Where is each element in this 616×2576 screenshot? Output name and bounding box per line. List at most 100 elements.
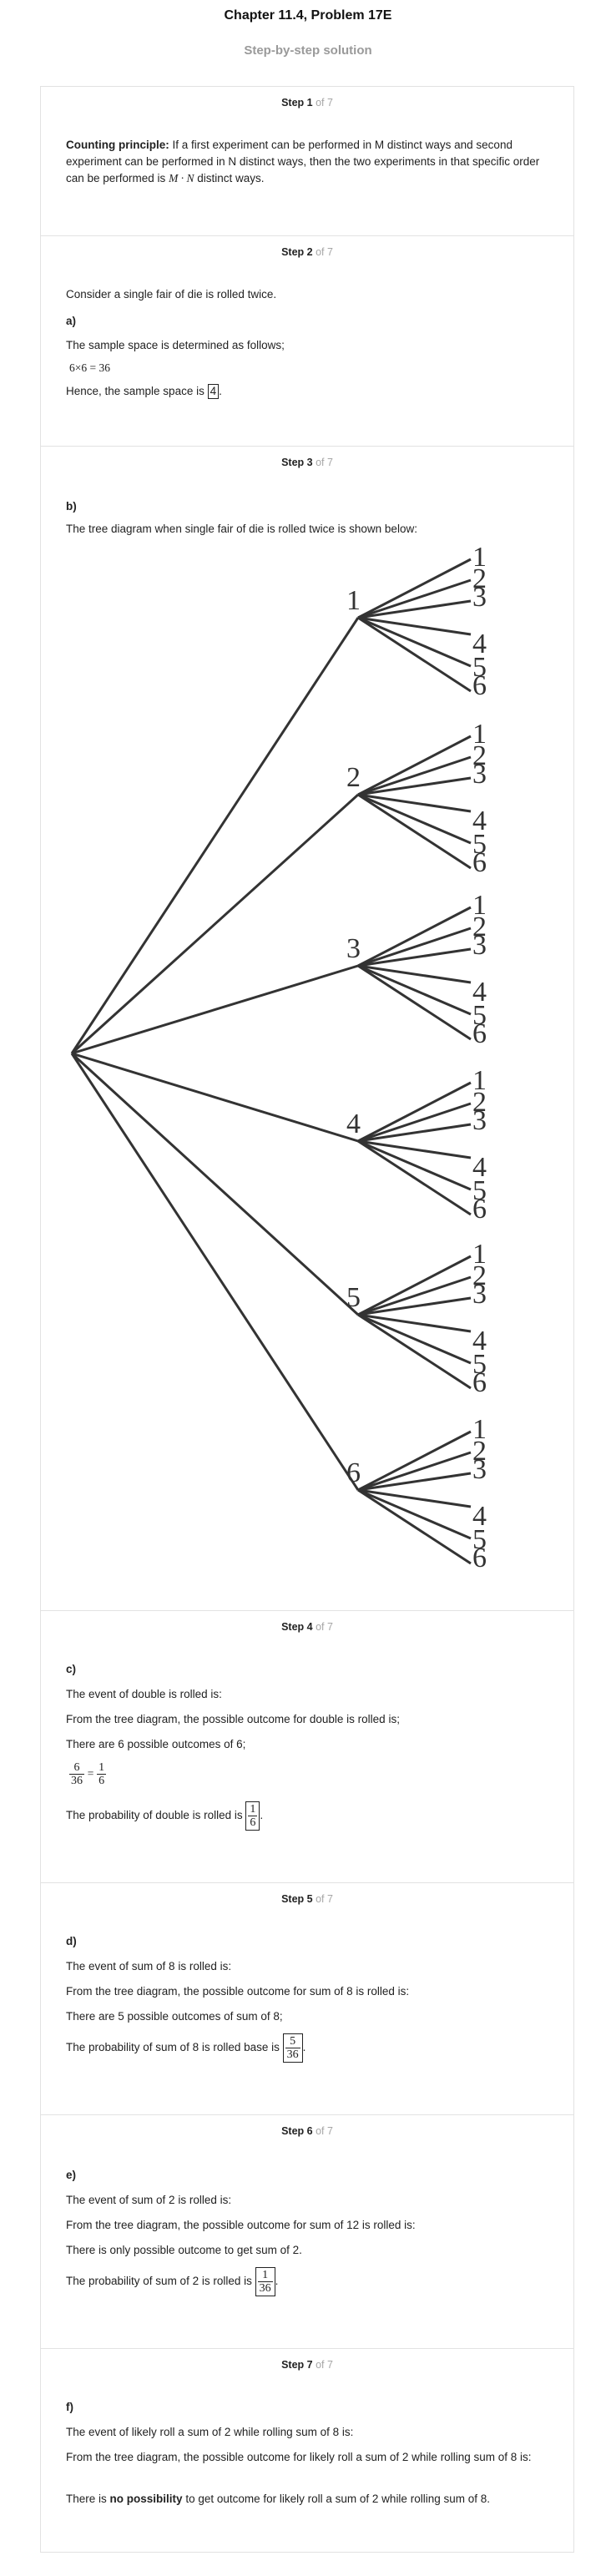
- tree-second-roll-label: 3: [472, 1454, 487, 1485]
- tree-branch-first: [71, 1052, 359, 1143]
- tree-second-roll-label: 4: [472, 977, 487, 1008]
- tree-branch-second: [357, 947, 472, 967]
- tree-branch-second: [357, 776, 472, 796]
- tree-branch-second: [357, 1472, 472, 1492]
- part-c-label: c): [66, 1663, 77, 1675]
- step-6-line-2: From the tree diagram, the possible outc…: [66, 2219, 416, 2231]
- step-6-card: Step 6 of 7 e) The event of sum of 2 is …: [40, 2115, 574, 2349]
- step-5-card: Step 5 of 7 d) The event of sum of 8 is …: [40, 1883, 574, 2115]
- tree-diagram: 1123456212345631234564123456512345661234…: [70, 542, 487, 1573]
- step-4-line-1: The event of double is rolled is:: [66, 1688, 222, 1700]
- tree-branch-first: [71, 964, 359, 1055]
- part-b-label: b): [66, 500, 77, 513]
- tree-branch-second: [357, 1488, 472, 1540]
- tree-branch-second: [357, 793, 472, 813]
- tree-second-roll-label: 6: [472, 1543, 487, 1573]
- tree-second-roll-label: 3: [472, 930, 487, 961]
- step-7-heading: Step 7 of 7: [281, 2359, 333, 2371]
- tree-branch-second: [357, 964, 472, 1016]
- step-5-line-1: The event of sum of 8 is rolled is:: [66, 1960, 232, 1972]
- step-4-line-2: From the tree diagram, the possible outc…: [66, 1713, 400, 1725]
- tree-branch-first: [70, 1053, 360, 1491]
- tree-branch-second: [357, 1123, 472, 1143]
- step-7-line-2: From the tree diagram, the possible outc…: [66, 2451, 532, 2463]
- step-5-line-2: From the tree diagram, the possible outc…: [66, 1985, 410, 1998]
- tree-second-roll-label: 3: [472, 1279, 487, 1310]
- step-7-line-3: There is no possibility to get outcome f…: [66, 2493, 490, 2505]
- tree-second-roll-label: 2: [472, 563, 487, 594]
- tree-branch-second: [357, 793, 472, 845]
- tree-branch-second: [357, 1313, 472, 1390]
- step-7-card: Step 7 of 7 f) The event of likely roll …: [40, 2349, 574, 2553]
- page-subtitle: Step-by-step solution: [244, 43, 372, 58]
- tree-branch-second: [357, 578, 472, 619]
- page-title: Chapter 11.4, Problem 17E: [224, 8, 392, 23]
- tree-branch-second: [357, 1313, 472, 1333]
- tree-second-roll-label: 2: [472, 1087, 487, 1118]
- tree-second-roll-label: 4: [472, 1152, 487, 1183]
- tree-second-roll-label: 4: [472, 806, 487, 836]
- tree-first-roll-label: 1: [346, 585, 361, 616]
- part-f-label: f): [66, 2401, 73, 2413]
- tree-first-roll-label: 6: [346, 1457, 361, 1488]
- tree-branch-second: [357, 1275, 472, 1316]
- sum-2-probability-result: The probability of sum of 2 is rolled is…: [66, 2267, 279, 2296]
- step-4-line-3: There are 6 possible outcomes of 6;: [66, 1738, 246, 1750]
- step-6-line-1: The event of sum of 2 is rolled is:: [66, 2194, 232, 2206]
- step-1-heading: Step 1 of 7: [281, 97, 333, 109]
- tree-branch-second: [357, 616, 472, 636]
- tree-second-roll-label: 2: [472, 912, 487, 942]
- tree-second-roll-label: 2: [472, 1260, 487, 1291]
- tree-second-roll-label: 4: [472, 629, 487, 659]
- tree-branch-second: [357, 1430, 472, 1492]
- step-3-heading: Step 3 of 7: [281, 457, 333, 468]
- sample-space-result: Hence, the sample space is 4.: [66, 384, 222, 399]
- tree-first-roll-label: 4: [346, 1109, 361, 1139]
- tree-branch-second: [357, 1139, 472, 1159]
- step-2-line: The sample space is determined as follow…: [66, 339, 285, 351]
- tree-branch-second: [357, 616, 472, 693]
- tree-branch-first: [70, 793, 360, 1055]
- tree-second-roll-label: 5: [472, 1000, 487, 1031]
- step-6-line-3: There is only possible outcome to get su…: [66, 2244, 302, 2256]
- part-d-label: d): [66, 1935, 77, 1947]
- tree-second-roll-label: 5: [472, 829, 487, 860]
- tree-branch-first: [70, 617, 360, 1054]
- tree-second-roll-label: 1: [472, 1239, 487, 1270]
- tree-branch-second: [357, 1296, 472, 1316]
- tree-branch-second: [357, 1139, 472, 1216]
- tree-branch-second: [357, 1139, 472, 1191]
- part-e-label: e): [66, 2169, 77, 2181]
- tree-branch-second: [357, 599, 472, 619]
- tree-second-roll-label: 3: [472, 1105, 487, 1136]
- tree-second-roll-label: 6: [472, 1194, 487, 1225]
- tree-second-roll-label: 6: [472, 1018, 487, 1049]
- tree-branch-second: [357, 1488, 472, 1508]
- step-4-heading: Step 4 of 7: [281, 1621, 333, 1633]
- tree-branch-second: [357, 1255, 472, 1316]
- step-5-line-3: There are 5 possible outcomes of sum of …: [66, 2010, 283, 2023]
- step-3-card: Step 3 of 7 b) The tree diagram when sin…: [40, 447, 574, 1611]
- tree-second-roll-label: 2: [472, 740, 487, 771]
- tree-branch-second: [357, 964, 472, 1041]
- tree-second-roll-label: 4: [472, 1326, 487, 1356]
- step-7-line-1: The event of likely roll a sum of 2 whil…: [66, 2426, 354, 2438]
- tree-branch-second: [357, 558, 472, 619]
- tree-branch-second: [357, 1451, 472, 1492]
- tree-branch-second: [357, 755, 472, 796]
- tree-second-roll-label: 5: [472, 1349, 487, 1380]
- tree-branch-second: [357, 616, 472, 668]
- tree-first-roll-label: 5: [346, 1282, 361, 1313]
- tree-second-roll-label: 1: [472, 542, 487, 573]
- tree-branch-second: [357, 735, 472, 796]
- step-6-heading: Step 6 of 7: [281, 2125, 333, 2137]
- step-3-line: The tree diagram when single fair of die…: [66, 523, 417, 535]
- tree-second-roll-label: 1: [472, 1414, 487, 1445]
- step-4-card: Step 4 of 7 c) The event of double is ro…: [40, 1611, 574, 1883]
- tree-second-roll-label: 5: [472, 1175, 487, 1206]
- step-1-card: Step 1 of 7 Counting principle: If a fir…: [40, 86, 574, 236]
- tree-second-roll-label: 6: [472, 1367, 487, 1398]
- tree-branch-second: [357, 906, 472, 967]
- tree-second-roll-label: 6: [472, 670, 487, 701]
